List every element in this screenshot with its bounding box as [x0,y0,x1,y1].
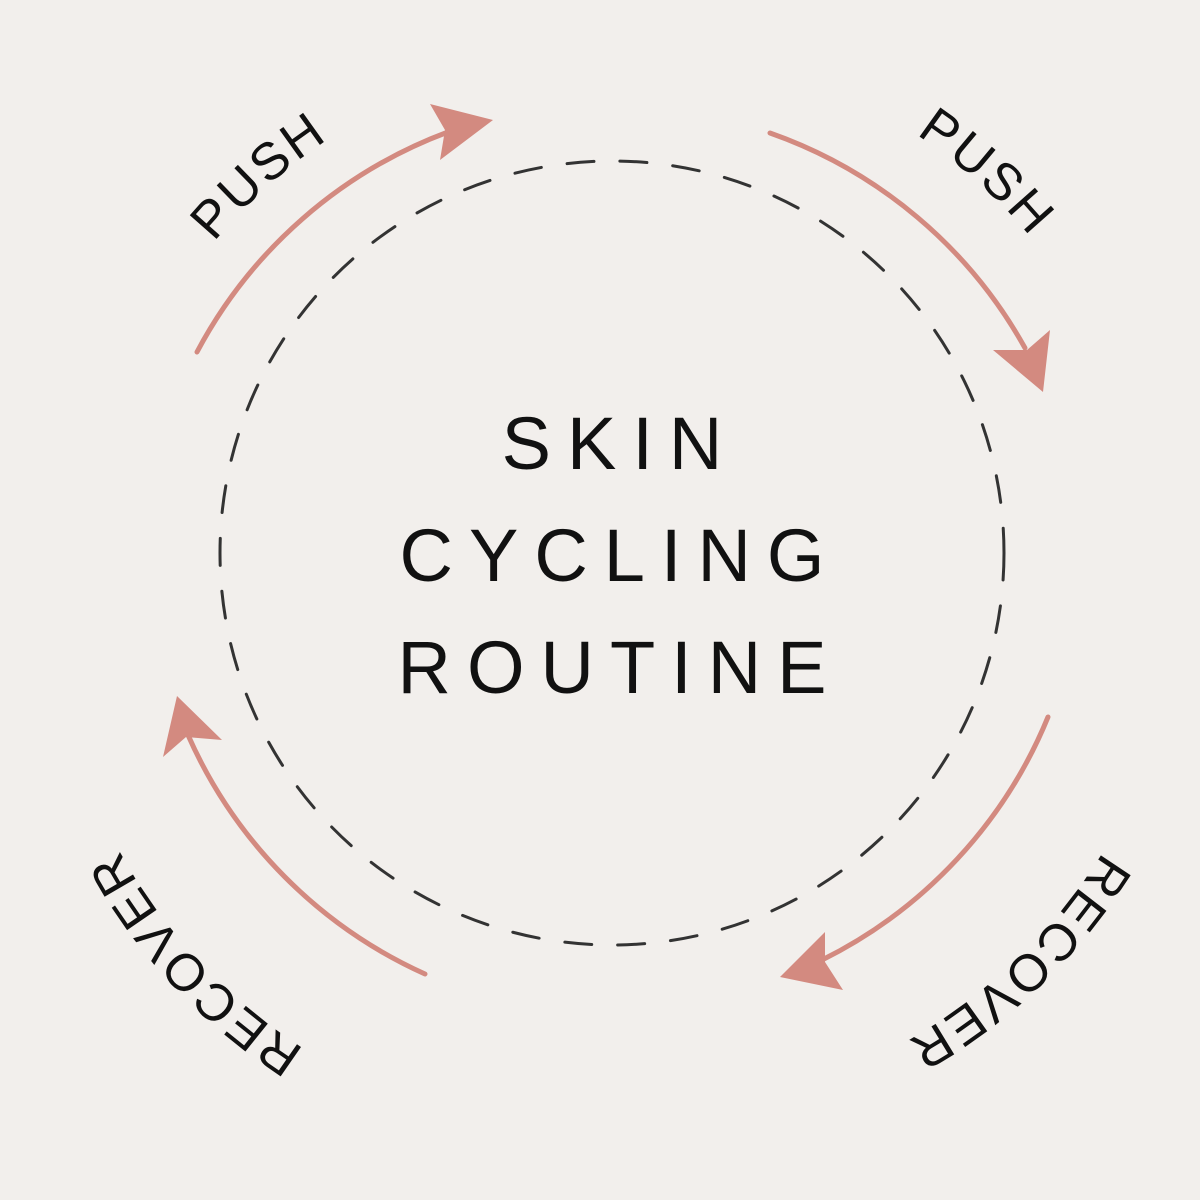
title-line-2: CYCLING [399,514,841,597]
recover-arrow-bottom-left-icon [163,696,428,977]
title-line-3: ROUTINE [397,626,843,709]
label-push-top-left: PUSH [179,100,337,250]
diagram-title: SKIN CYCLING ROUTINE [312,388,912,724]
push-arrow-top-left-icon [194,104,493,355]
push-arrow-top-right-icon [767,130,1050,392]
title-line-1: SKIN [501,402,739,485]
label-push-top-right: PUSH [909,97,1066,247]
label-recover-bottom-left: RECOVER [77,841,311,1087]
recover-arrow-bottom-right-icon [780,714,1051,990]
dashed-cycle-circle [218,159,1006,947]
